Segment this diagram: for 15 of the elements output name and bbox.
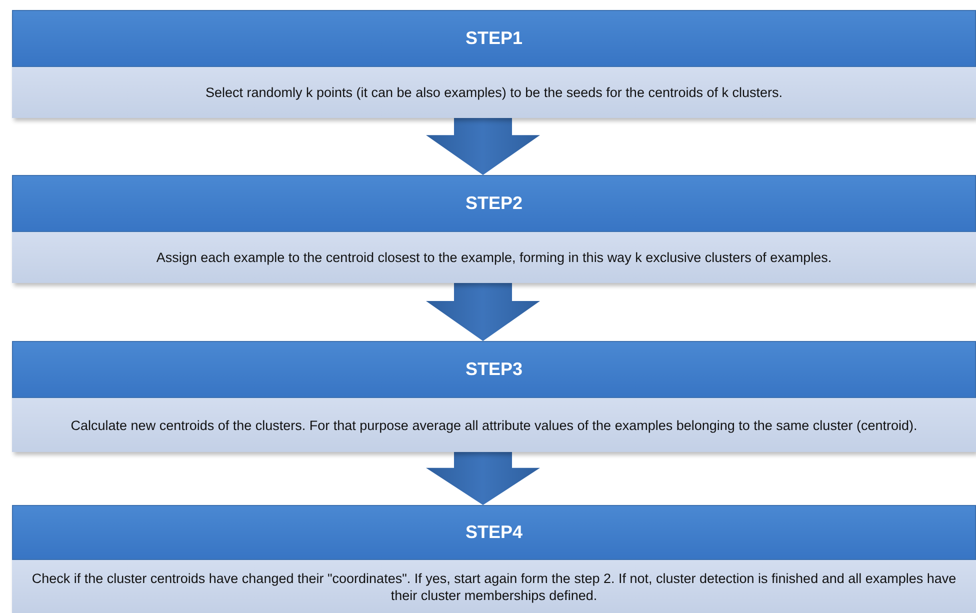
step-box — [12, 175, 976, 283]
step-heading: STEP3 — [12, 341, 976, 398]
step-heading: STEP1 — [12, 10, 976, 67]
step-box — [12, 10, 976, 118]
step-description: Check if the cluster centroids have changed their "coordinates". If yes, start again form the step 2. If not, cluster detection is finished and all examples have their cluster memberships defined. — [12, 560, 976, 613]
step-description: Select randomly k points (it can be also examples) to be the seeds for the centroids of k clusters. — [12, 67, 976, 118]
step-box — [12, 505, 976, 613]
step-box — [12, 341, 976, 452]
step-description: Assign each example to the centroid closest to the example, forming in this way k exclusive clusters of examples. — [12, 232, 976, 283]
block-arrow — [426, 118, 540, 175]
step-heading: STEP4 — [12, 505, 976, 560]
block-arrow — [426, 283, 540, 341]
step-heading: STEP2 — [12, 175, 976, 232]
step-description: Calculate new centroids of the clusters. For that purpose average all attribute values of the examples belonging to the same cluster (centroid). — [12, 398, 976, 452]
block-arrow — [426, 452, 540, 505]
